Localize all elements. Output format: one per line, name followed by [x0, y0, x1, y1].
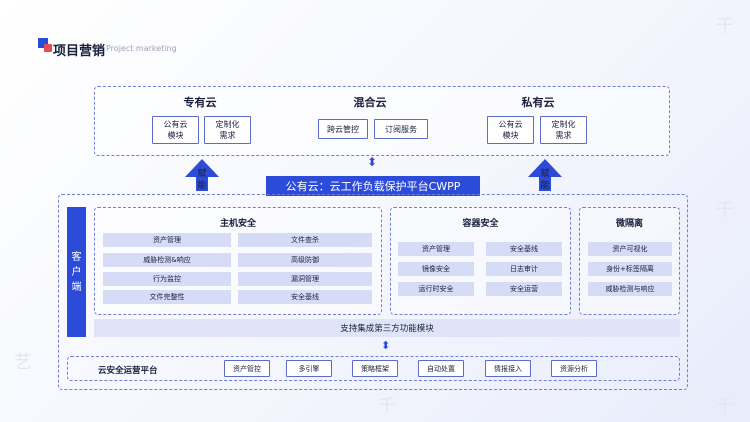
ops-item: 自动处置 [418, 360, 464, 377]
empower-arrow-right-icon [528, 159, 562, 191]
third-party-integration-bar: 支持集成第三方功能模块 [94, 319, 680, 337]
client-label: 客 户 端 [67, 207, 86, 337]
watermark-glyph: 千 [716, 200, 734, 221]
platform-box [58, 194, 688, 390]
host-security-item: 文件完整性 [103, 290, 231, 304]
header-accent-square [38, 38, 48, 48]
host-security-item: 威胁检测&响应 [103, 253, 231, 267]
double-arrow-icon: ⬍ [367, 155, 378, 169]
empower-arrow-left-icon [185, 159, 219, 191]
watermark-glyph: 艺 [14, 352, 32, 373]
ops-item: 资源分析 [551, 360, 597, 377]
host-security-title: 主机安全 [219, 219, 256, 229]
empower-label-right: 赋 能 [540, 169, 550, 191]
cwpp-banner: 公有云：云工作负载保护平台CWPP [266, 176, 480, 196]
client-label-text: 客 户 端 [71, 251, 82, 293]
hybrid-cloud-item: 跨云管控 [318, 119, 368, 139]
host-security-item: 资产管理 [103, 233, 231, 247]
header-accent-square-red [44, 44, 52, 52]
host-security-item: 安全基线 [238, 290, 372, 304]
micro-isolation-item: 威胁检测与响应 [588, 282, 672, 296]
dedicated-cloud-item: 公有云 模块 [152, 116, 199, 144]
container-security-item: 镜像安全 [398, 262, 474, 276]
dedicated-cloud-item: 定制化 需求 [204, 116, 251, 144]
watermark-glyph: 千 [716, 396, 734, 417]
host-security-item: 高级防御 [238, 253, 372, 267]
micro-isolation-item: 身份+标签隔离 [588, 262, 672, 276]
double-arrow-icon: ⬍ [381, 339, 391, 352]
ops-item: 策略框架 [352, 360, 398, 377]
micro-isolation-item: 资产可视化 [588, 242, 672, 256]
watermark-glyph: 千 [716, 16, 734, 37]
container-security-item: 运行时安全 [398, 282, 474, 296]
page-title: 项目营销 [53, 44, 106, 59]
container-security-title: 容器安全 [462, 219, 499, 229]
micro-isolation-panel [579, 207, 680, 315]
micro-isolation-title: 微隔离 [615, 219, 643, 229]
empower-label-left: 赋 能 [197, 169, 207, 191]
hybrid-cloud-title: 混合云 [353, 96, 387, 109]
private-cloud-item: 定制化 需求 [540, 116, 587, 144]
container-security-panel [390, 207, 571, 315]
ops-item: 资产管控 [224, 360, 270, 377]
host-security-item: 文件查杀 [238, 233, 372, 247]
page-subtitle: Project marketing [106, 44, 177, 53]
ops-platform-title: 云安全运营平台 [98, 366, 158, 376]
hybrid-cloud-item: 订阅服务 [374, 119, 428, 139]
host-security-item: 漏洞管理 [238, 272, 372, 286]
container-security-item: 日志审计 [486, 262, 562, 276]
dedicated-cloud-title: 专有云 [183, 96, 217, 109]
ops-item: 多引擎 [286, 360, 332, 377]
ops-item: 情报接入 [485, 360, 531, 377]
host-security-item: 行为监控 [103, 272, 231, 286]
container-security-item: 安全基线 [486, 242, 562, 256]
container-security-item: 安全运营 [486, 282, 562, 296]
watermark-glyph: 千 [378, 396, 396, 417]
container-security-item: 资产管理 [398, 242, 474, 256]
private-cloud-item: 公有云 模块 [487, 116, 534, 144]
ops-platform-box [67, 356, 680, 381]
private-cloud-title: 私有云 [521, 96, 555, 109]
